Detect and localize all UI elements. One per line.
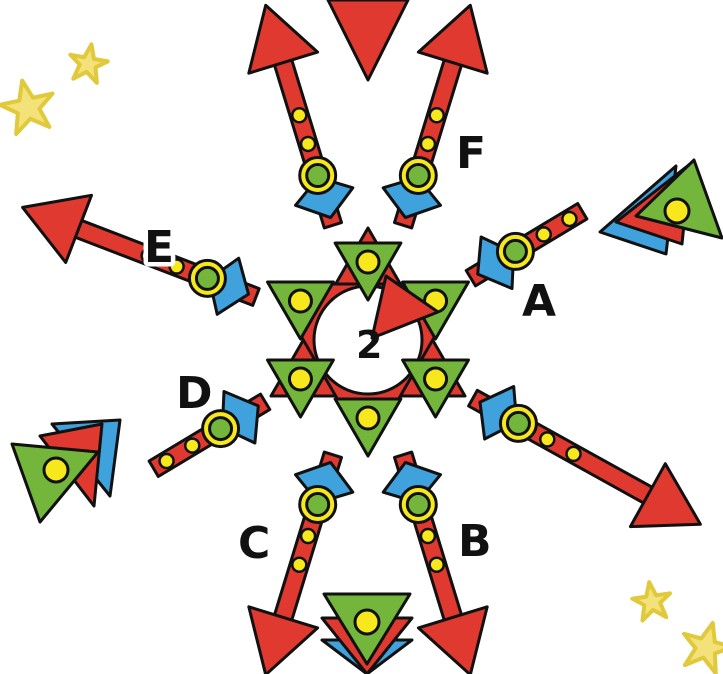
arm-label-a: A <box>522 276 556 327</box>
red-arrow-icon <box>418 607 487 674</box>
arm-label-d: D <box>176 368 213 419</box>
arm-label-f: F <box>456 128 486 179</box>
incoming-piece-bottom[interactable] <box>322 594 412 674</box>
incoming-piece-right[interactable] <box>600 160 722 254</box>
star-icon <box>0 75 59 136</box>
red-arrow-icon[interactable] <box>328 0 408 80</box>
star-icon <box>676 616 723 674</box>
arm-e[interactable] <box>23 195 260 314</box>
star-icon <box>630 580 673 622</box>
center-number: 2 <box>356 323 382 367</box>
red-arrow-icon <box>249 5 318 73</box>
arm-label-b: B <box>458 516 492 567</box>
arm-label-c: C <box>238 518 270 569</box>
arm-h[interactable] <box>469 387 701 527</box>
star-icon <box>66 41 110 84</box>
arm-label-e: E <box>144 222 174 273</box>
red-arrow-icon <box>249 607 318 674</box>
arm-g[interactable] <box>249 5 353 228</box>
arm-f[interactable] <box>383 5 487 228</box>
green-triangle-icon[interactable] <box>335 399 401 456</box>
incoming-piece-left[interactable] <box>12 420 120 522</box>
red-arrow-icon <box>418 5 487 73</box>
